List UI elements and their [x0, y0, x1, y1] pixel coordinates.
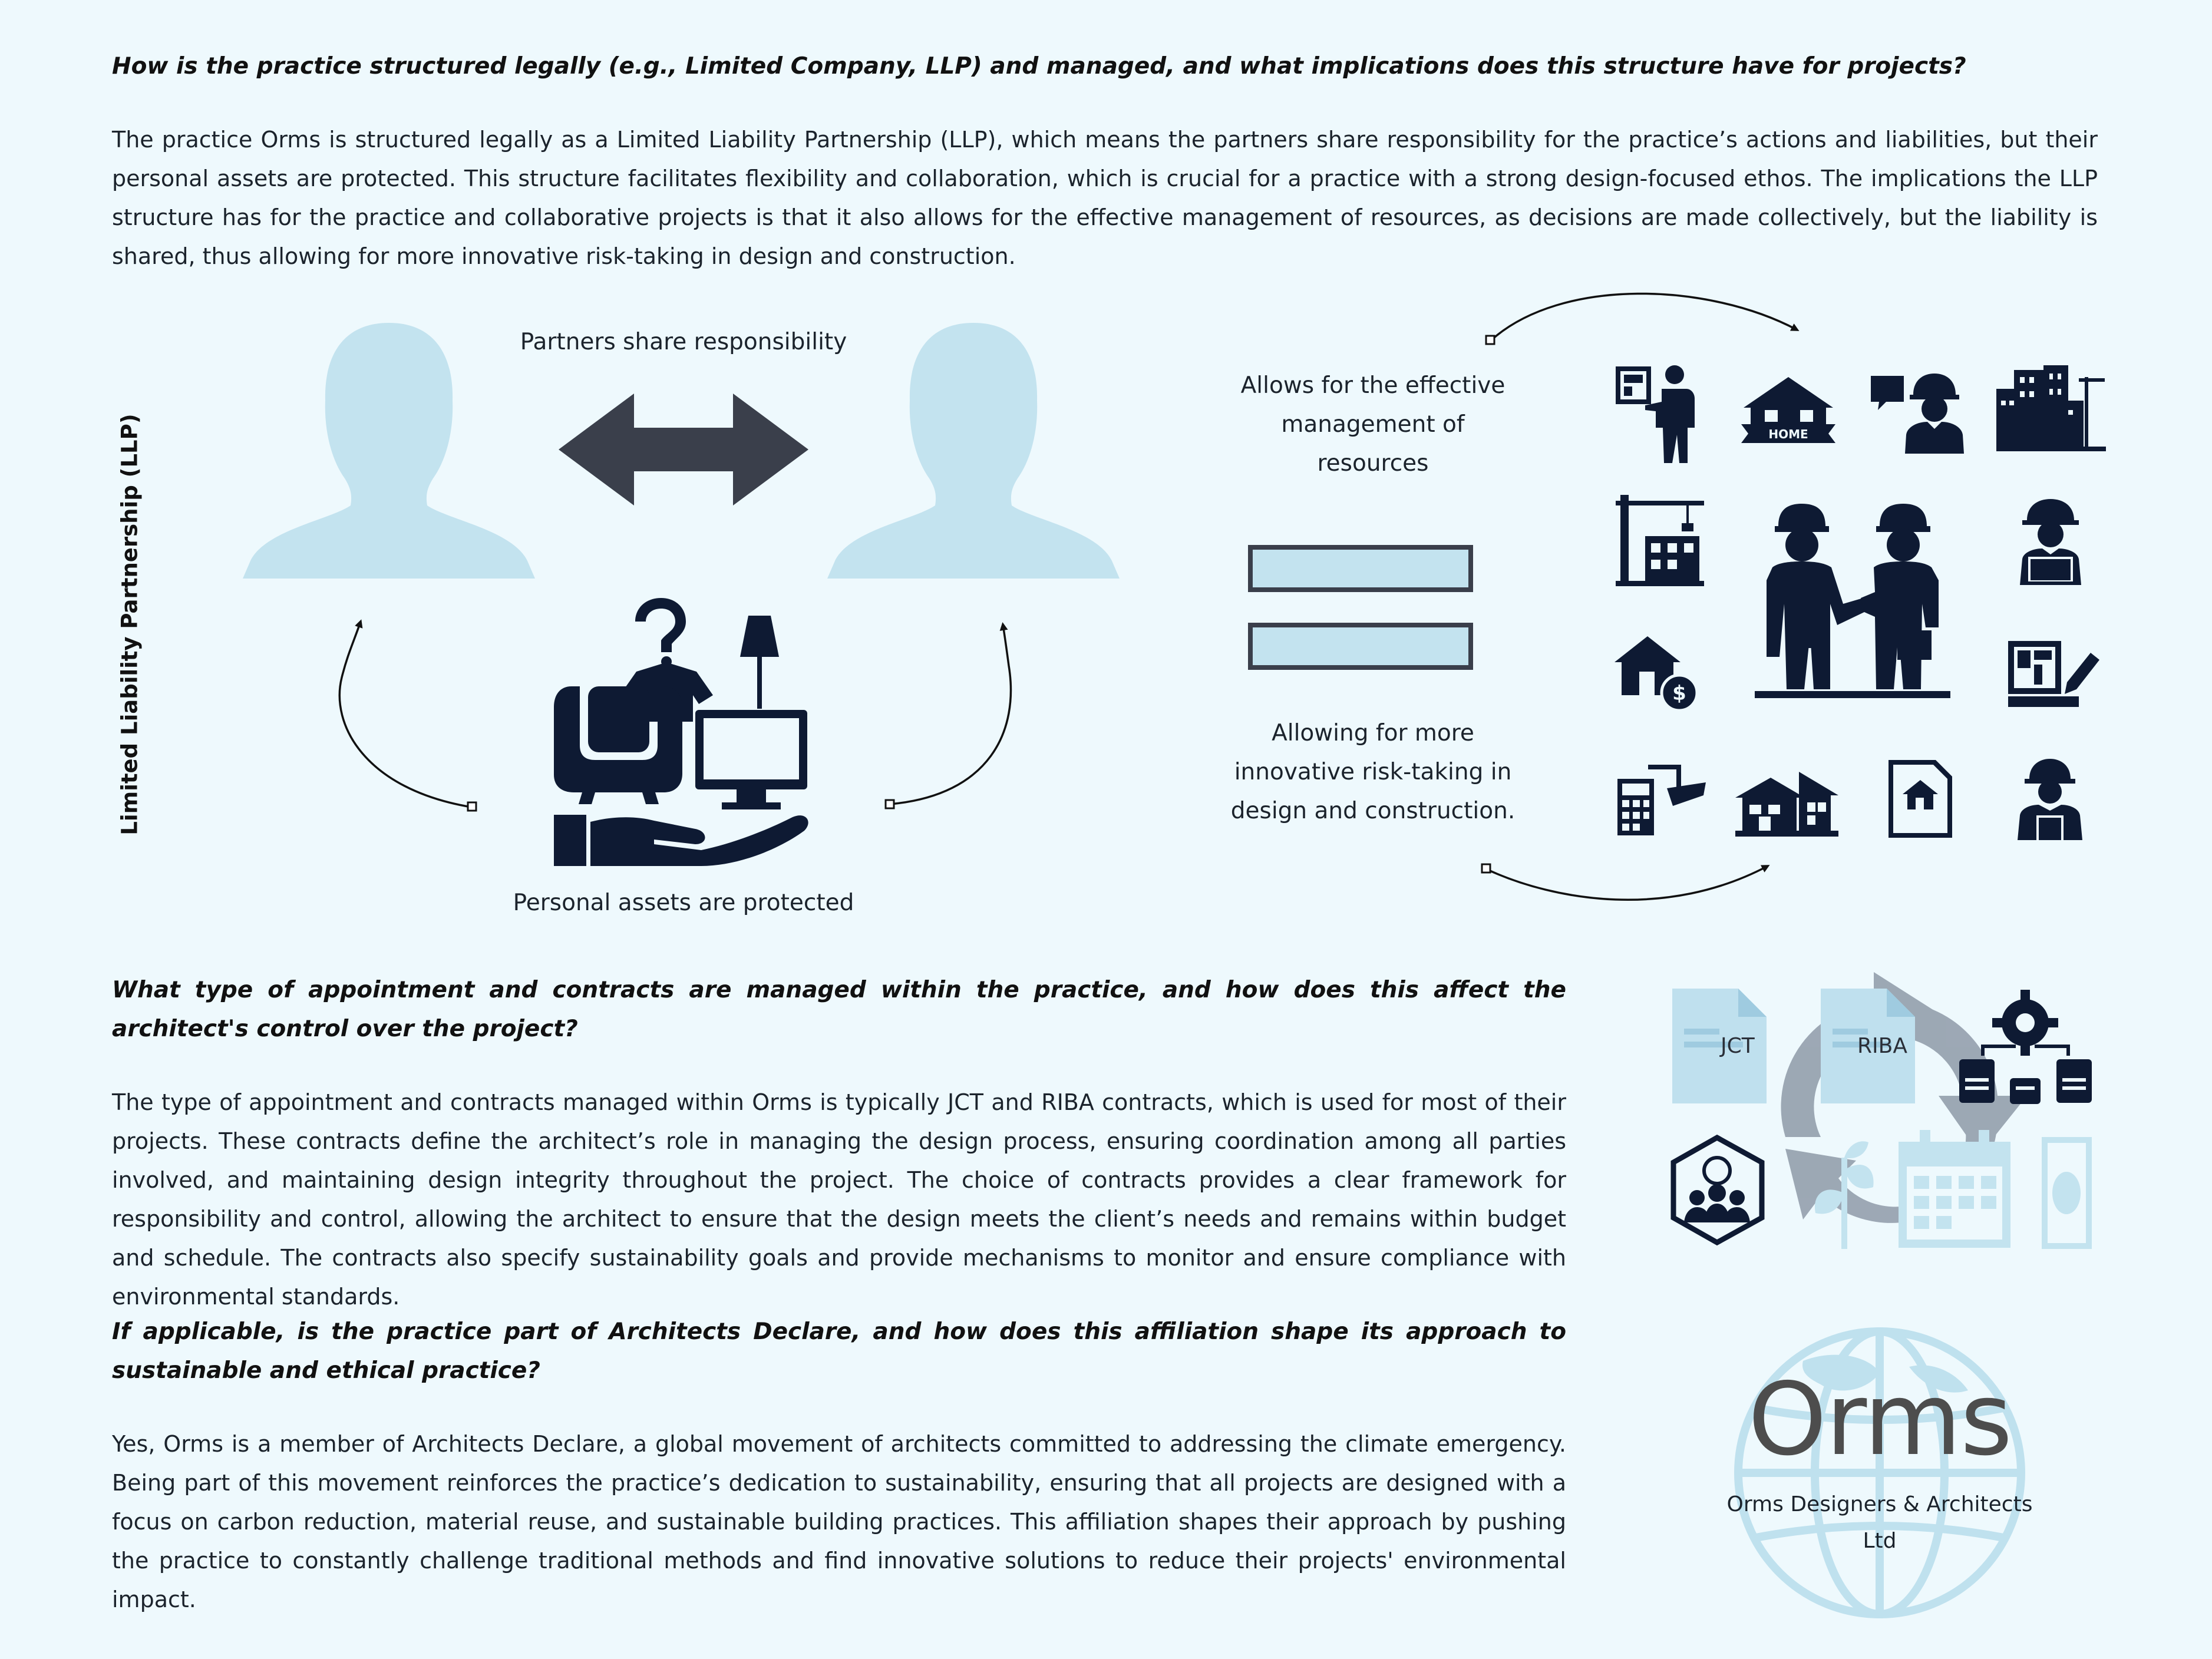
orms-wordmark: Orms — [1748, 1361, 2013, 1478]
engineer-laptop-icon — [2020, 499, 2081, 585]
calculator-drafting-icon — [1617, 765, 1706, 835]
worker-speech-icon — [1871, 374, 1964, 454]
house-dollar-icon: $ — [1615, 636, 1699, 712]
innovative-risk-label: Allowing for more innovative risk-taking… — [1230, 720, 1516, 824]
partners-share-label: Partners share responsibility — [520, 329, 847, 355]
architect-blueprint-icon — [1616, 365, 1695, 463]
construction-crane-icon — [1616, 495, 1704, 586]
logo-caption: Orms Designers & Architects Ltd — [1709, 1486, 2051, 1559]
document-icon — [1672, 989, 1767, 1103]
effective-management-label: Allows for the effective management of r… — [1240, 372, 1506, 477]
plant-icon — [1814, 1141, 1874, 1249]
blueprint-pencil-icon — [2008, 641, 2099, 707]
personal-assets-hand-icon — [554, 598, 808, 866]
section1-question: How is the practice structured legally (… — [112, 53, 1966, 80]
section3-answer: Yes, Orms is a member of Architects Decl… — [112, 1431, 1566, 1612]
house-document-icon — [1889, 760, 1952, 838]
section1-answer: The practice Orms is structured legally … — [112, 127, 2098, 269]
double-arrow-icon — [559, 394, 808, 505]
handshake-engineers-icon — [1755, 504, 1950, 698]
family-house-icon — [1735, 772, 1838, 837]
city-buildings-icon — [1996, 365, 2106, 451]
team-gear-hexagon-icon — [1670, 1134, 1765, 1246]
document-icon — [1821, 989, 1915, 1103]
section2-question: What type of appointment and contracts a… — [112, 977, 1566, 1042]
svg-text:$: $ — [1672, 682, 1686, 705]
gear-team-icon — [1959, 990, 2092, 1104]
riba-doc-label: RIBA — [1857, 1034, 1907, 1058]
calendar-icon — [1899, 1130, 2010, 1248]
logo-caption-line1: Orms Designers & Architects — [1726, 1492, 2033, 1516]
home-sign-text: HOME — [1768, 427, 1808, 441]
section3-question: If applicable, is the practice part of A… — [112, 1318, 1566, 1384]
logo-caption-line2: Ltd — [1863, 1529, 1897, 1553]
construction-worker-icon — [2018, 759, 2082, 840]
partner-silhouette-icon — [243, 323, 535, 579]
personal-assets-label: Personal assets are protected — [513, 890, 854, 916]
partner-silhouette-icon — [827, 323, 1120, 579]
money-icon — [2042, 1137, 2092, 1249]
equals-bars-icon — [1248, 545, 1473, 670]
section2-answer: The type of appointment and contracts ma… — [112, 1089, 1566, 1310]
home-house-icon: HOME — [1741, 377, 1835, 443]
jct-doc-label: JCT — [1721, 1034, 1755, 1058]
globe-icon — [1734, 1327, 2025, 1618]
